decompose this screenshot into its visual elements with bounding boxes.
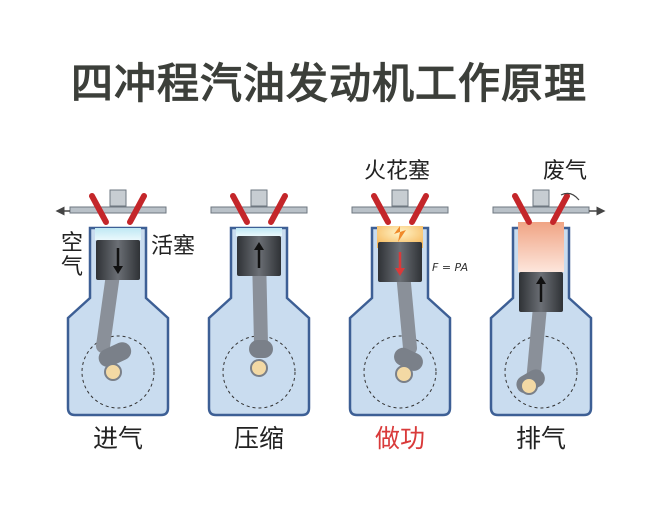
- stroke-caption-exhaust: 排气: [515, 424, 566, 453]
- engine-power: [348, 189, 452, 417]
- engine-compression: [207, 189, 311, 417]
- piston-label: 活塞: [151, 234, 196, 259]
- page-title: 四冲程汽油发动机工作原理: [70, 59, 587, 108]
- engine-intake: [55, 189, 170, 417]
- exhaust-label: 废气: [543, 159, 588, 184]
- force-formula: F = PA: [432, 261, 469, 274]
- spark-plug-label: 火花塞: [364, 159, 431, 184]
- air-label: 空气: [60, 231, 83, 280]
- engine-exhaust: [489, 189, 606, 417]
- stroke-caption-compression: 压缩: [233, 424, 284, 453]
- stroke-caption-power: 做功: [374, 424, 425, 453]
- stroke-caption-intake: 进气: [92, 424, 143, 453]
